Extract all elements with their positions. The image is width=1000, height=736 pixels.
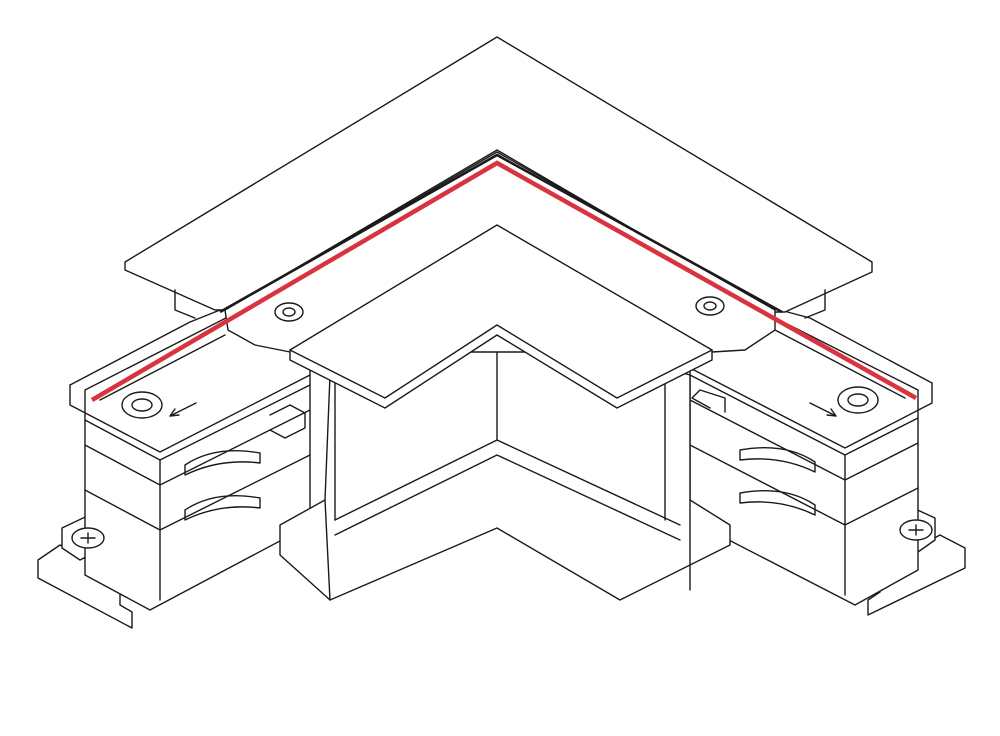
right-arrow-icon <box>809 402 837 417</box>
left-screw-icon <box>71 527 105 549</box>
raised-cover <box>289 224 713 409</box>
left-arrow-icon <box>169 402 197 417</box>
right-screw-icon <box>899 519 933 541</box>
right-mount-hole <box>837 386 879 414</box>
conductor-highlight <box>90 160 918 402</box>
left-mount-hole <box>121 391 163 419</box>
